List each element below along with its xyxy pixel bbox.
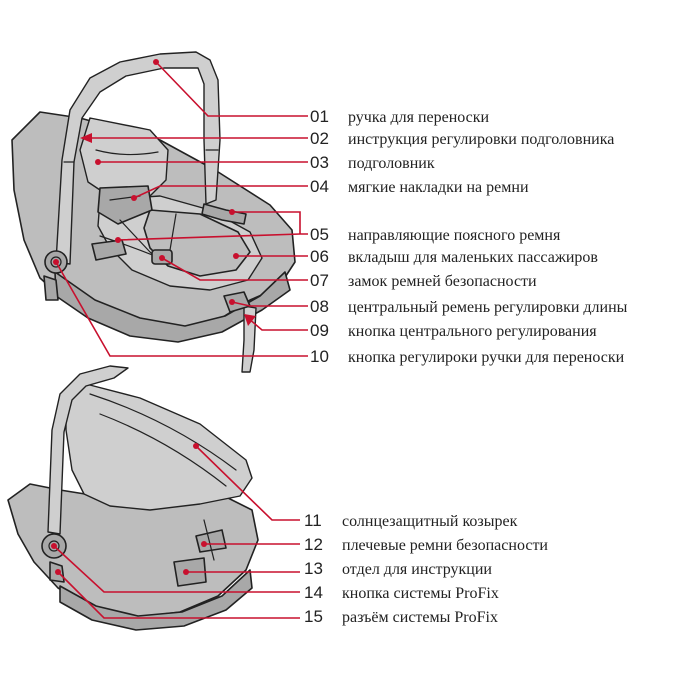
callout-num-12: 12 xyxy=(304,535,323,554)
leader-14 xyxy=(53,545,300,593)
callouts-bottom: 11 солнцезащитный козырек 12 плечевые ре… xyxy=(304,511,548,626)
callout-label-06: вкладыш для маленьких пассажиров xyxy=(348,249,598,266)
leader-05a xyxy=(232,211,301,234)
leader-10 xyxy=(55,261,308,357)
callout-num-01: 01 xyxy=(310,107,329,126)
callout-num-11: 11 xyxy=(304,511,322,530)
callout-label-03: подголовник xyxy=(348,155,435,172)
callout-label-15: разъём системы ProFix xyxy=(342,609,498,626)
callout-label-07: замок ремней безопасности xyxy=(348,273,537,290)
leader-lines xyxy=(51,59,308,619)
callout-label-05: направляющие поясного ремня xyxy=(348,227,561,244)
callout-num-05: 05 xyxy=(310,225,329,244)
leader-15 xyxy=(57,571,300,619)
callout-label-14: кнопка системы ProFix xyxy=(342,585,499,602)
callout-num-14: 14 xyxy=(304,583,323,602)
car-seat-canopy-illustration xyxy=(7,365,259,631)
callout-label-10: кнопка регулироки ручки для переноски xyxy=(348,349,625,366)
leader-09 xyxy=(247,317,308,331)
leader-08 xyxy=(231,301,308,307)
callout-num-10: 10 xyxy=(310,347,329,366)
callout-label-12: плечевые ремни безопасности xyxy=(342,537,548,554)
callout-label-11: солнцезащитный козырек xyxy=(342,513,518,530)
callout-num-08: 08 xyxy=(310,297,329,316)
callout-num-03: 03 xyxy=(310,153,329,172)
leader-11 xyxy=(195,445,300,521)
callout-num-09: 09 xyxy=(310,321,329,340)
callout-num-02: 02 xyxy=(310,129,329,148)
callout-label-01: ручка для переноски xyxy=(348,109,490,126)
callout-num-04: 04 xyxy=(310,177,329,196)
callout-label-13: отдел для инструкции xyxy=(342,561,492,578)
callouts-top: 01 ручка для переноски 02 инструкция рег… xyxy=(310,107,628,366)
callout-num-07: 07 xyxy=(310,271,329,290)
callout-num-15: 15 xyxy=(304,607,323,626)
leader-04 xyxy=(133,185,308,199)
leader-07 xyxy=(161,257,308,281)
callout-label-09: кнопка центрального регулирования xyxy=(348,323,597,340)
leader-01 xyxy=(155,61,308,117)
callout-label-08: центральный ремень регулировки длины xyxy=(348,299,628,316)
callout-label-02: инструкция регулировки подголовника xyxy=(348,131,614,148)
leader-05b xyxy=(117,233,308,241)
callout-label-04: мягкие накладки на ремни xyxy=(348,179,529,196)
callout-num-13: 13 xyxy=(304,559,323,578)
callout-num-06: 06 xyxy=(310,247,329,266)
